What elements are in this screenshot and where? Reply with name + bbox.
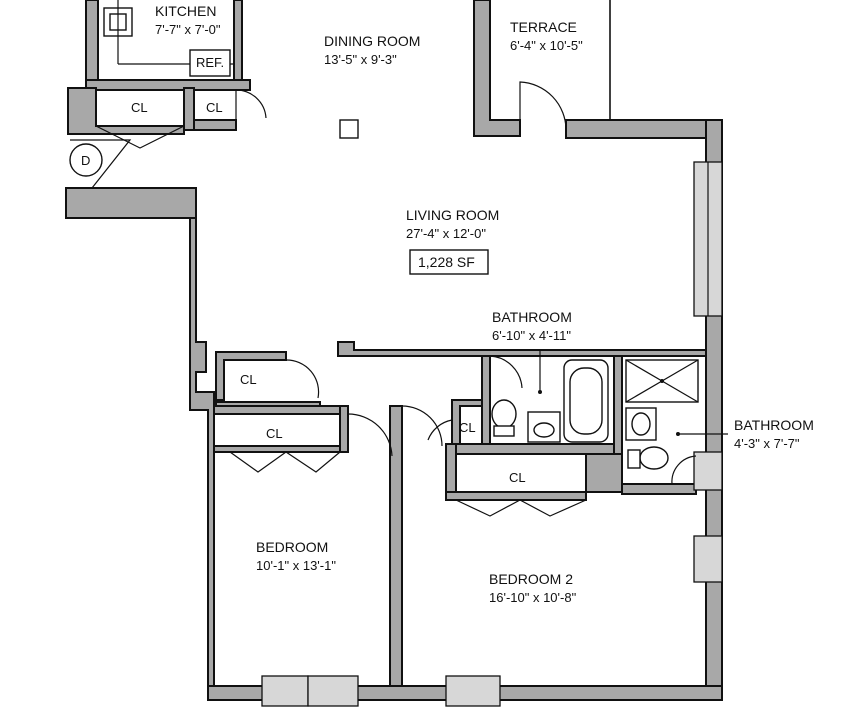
column [339, 119, 359, 139]
labels: KITCHEN 7'-7" x 7'-0" REF. DINING ROOM 1… [81, 3, 814, 605]
bath1-toilet-tank [493, 425, 515, 437]
bath2-toilet [639, 446, 669, 470]
interior-lines [96, 0, 611, 686]
wall-living-bath [337, 341, 707, 357]
bath2-name: BATHROOM [734, 417, 814, 433]
walls [65, 0, 723, 701]
terrace-name: TERRACE [510, 19, 577, 35]
wall-closet-cl2-right [339, 405, 349, 453]
bifold-cl3-a [455, 499, 521, 517]
wall-chase [585, 453, 623, 493]
wall-closet-cl1 [215, 351, 287, 401]
bifold-cl2-a [229, 451, 287, 473]
kitchen-dims: 7'-7" x 7'-0" [155, 22, 221, 37]
window-bedroom-b [307, 675, 359, 707]
wall-entry [65, 187, 197, 219]
bath1-dims: 6'-10" x 4'-11" [492, 328, 571, 343]
living-dims: 27'-4" x 12'-0" [406, 226, 486, 241]
dryer-label: D [81, 153, 90, 168]
fixtures [69, 0, 728, 470]
door-cl1 [285, 359, 320, 399]
dining-name: DINING ROOM [324, 33, 420, 49]
cl-left-small: CL [240, 372, 257, 387]
door-cl-small [427, 419, 453, 441]
bath1-toilet [491, 399, 517, 429]
cl-kitchen-left: CL [131, 100, 148, 115]
ref-label: REF. [196, 55, 224, 70]
bifold-closet-kitchen [95, 125, 185, 149]
wall-kitchen-bottom [85, 79, 251, 91]
door-bedroom1 [347, 413, 393, 457]
bath2-dims: 4'-3" x 7'-7" [734, 436, 800, 451]
wall-bedroom-divider [389, 405, 403, 687]
dining-dims: 13'-5" x 9'-3" [324, 52, 397, 67]
dryer-icon [69, 143, 103, 177]
dryer-door [70, 139, 132, 189]
window-bedroom2-bottom [445, 675, 501, 707]
doors [70, 81, 697, 517]
wall-closet-mid [183, 87, 195, 131]
bedroom2-name: BEDROOM 2 [489, 571, 573, 587]
window-bath2 [693, 451, 723, 491]
cl-bath: CL [459, 420, 476, 435]
wall-closet-cl2-bottom [213, 445, 341, 453]
living-name: LIVING ROOM [406, 207, 499, 223]
wall-closet-cl2-top [213, 405, 349, 415]
wall-closet-left [67, 87, 185, 135]
bedroom1-dims: 10'-1" x 13'-1" [256, 558, 336, 573]
bath2-pointer-dot [676, 432, 680, 436]
wall-bath1-inner [481, 355, 491, 447]
bath1-sink [533, 422, 555, 438]
bifold-cl3-b [519, 499, 587, 517]
wall-kitchen-right [233, 0, 243, 81]
wall-top-right [565, 119, 721, 139]
wall-bath2-bottom [621, 483, 697, 495]
bath1-name: BATHROOM [492, 309, 572, 325]
bath1-pointer-dot [538, 390, 542, 394]
bathtub-inner [569, 367, 603, 435]
area-label: 1,228 SF [418, 254, 475, 270]
window-bedroom2-right [693, 535, 723, 583]
cl-kitchen-right: CL [206, 100, 223, 115]
cl-bedroom2: CL [509, 470, 526, 485]
windows [261, 161, 723, 707]
cl-bedroom: CL [266, 426, 283, 441]
refrigerator [189, 49, 231, 77]
area-box [409, 249, 489, 275]
door-bath1 [489, 355, 523, 389]
wall-bath1-bottom [445, 443, 615, 455]
wall-cl3-bottom [445, 491, 587, 501]
kitchen-name: KITCHEN [155, 3, 216, 19]
door-bedroom2 [401, 405, 443, 447]
wall-kitchen-left [85, 0, 99, 81]
shower-drain [660, 379, 664, 383]
bedroom2-dims: 16'-10" x 10'-8" [489, 590, 577, 605]
door-bath2 [671, 455, 697, 485]
bifold-cl2-b [285, 451, 341, 473]
wall-closet-right [193, 119, 237, 131]
door-terrace [519, 81, 567, 136]
wall-left-long [184, 217, 215, 701]
door-closet-kitchen [235, 89, 267, 120]
bath2-toilet-tank [627, 449, 641, 469]
bath2-sink [631, 412, 651, 436]
terrace-dims: 6'-4" x 10'-5" [510, 38, 583, 53]
window-bedroom-a [261, 675, 309, 707]
bedroom1-name: BEDROOM [256, 539, 328, 555]
